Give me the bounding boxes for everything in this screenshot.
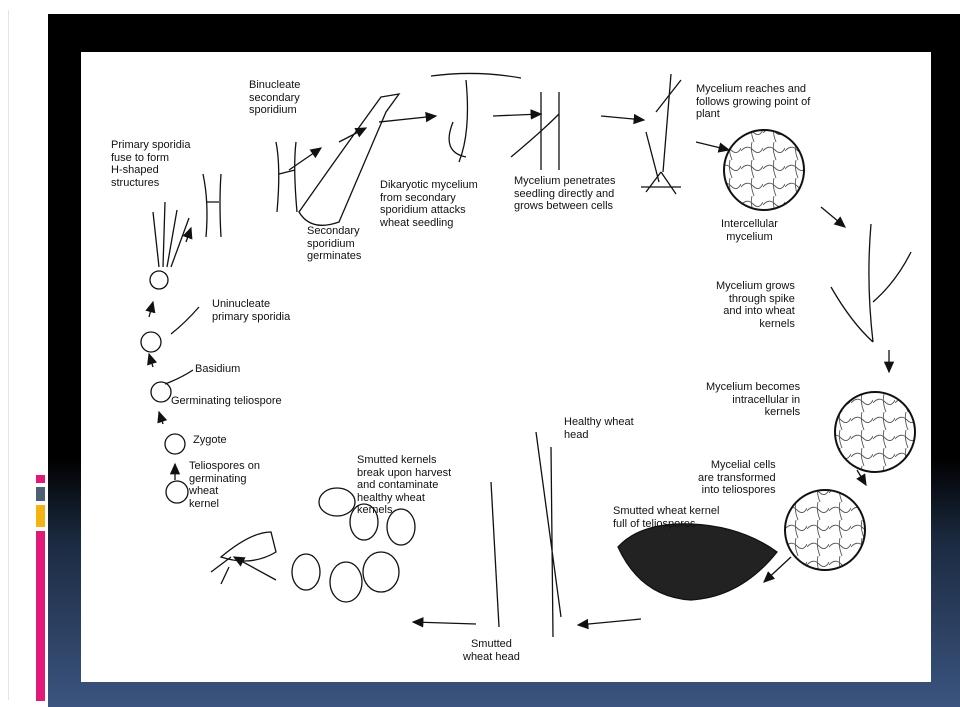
label-reaches: Mycelium reaches and follows growing poi… (696, 83, 810, 121)
label-binucleate: Binucleate secondary sporidium (249, 79, 300, 117)
label-transformed: Mycelial cells are transformed into teli… (698, 459, 776, 497)
label-intercellular: Intercellular mycelium (721, 218, 778, 243)
life-cycle-diagram: Primary sporidia fuse to form H-shaped s… (81, 52, 931, 682)
arrow (339, 128, 366, 142)
arrow (159, 412, 163, 424)
label-zygote: Zygote (193, 434, 227, 447)
label-primary-fuse: Primary sporidia fuse to form H-shaped s… (111, 139, 190, 189)
accent-bar-pink-long (36, 531, 45, 701)
arrow (186, 228, 191, 242)
arrow (413, 622, 476, 624)
label-smutted-head: Smutted wheat head (463, 638, 520, 663)
label-secondary-germ: Secondary sporidium germinates (307, 225, 361, 263)
label-healthy-head: Healthy wheat head (564, 416, 634, 441)
label-smutted-kernel: Smutted wheat kernel full of teliospores (613, 505, 719, 530)
arrow (696, 142, 729, 150)
arrow (578, 619, 641, 625)
label-teliospores-on: Teliospores on germinating wheat kernel (189, 460, 260, 510)
accent-bar-pink (36, 475, 45, 483)
accent-bar-slate (36, 487, 45, 501)
arrow (821, 207, 845, 227)
decorative-lines (28, 86, 48, 120)
label-germinating-telio: Germinating teliospore (171, 395, 282, 408)
left-guide-line (8, 10, 9, 700)
label-dikaryotic: Dikaryotic mycelium from secondary spori… (380, 179, 478, 229)
label-basidium: Basidium (195, 363, 240, 376)
arrow (857, 470, 866, 485)
label-penetrates: Mycelium penetrates seedling directly an… (514, 175, 616, 213)
accent-bar-yellow (36, 505, 45, 527)
label-through-spike: Mycelium grows through spike and into wh… (716, 280, 795, 330)
label-break-harvest: Smutted kernels break upon harvest and c… (357, 454, 451, 517)
arrow (149, 354, 153, 367)
arrow (289, 148, 321, 170)
label-intracellular: Mycelium becomes intracellular in kernel… (706, 381, 800, 419)
arrow (493, 114, 541, 116)
arrow (149, 302, 153, 317)
label-uninucleate: Uninucleate primary sporidia (212, 298, 290, 323)
arrow (379, 116, 436, 122)
arrow (601, 116, 644, 120)
